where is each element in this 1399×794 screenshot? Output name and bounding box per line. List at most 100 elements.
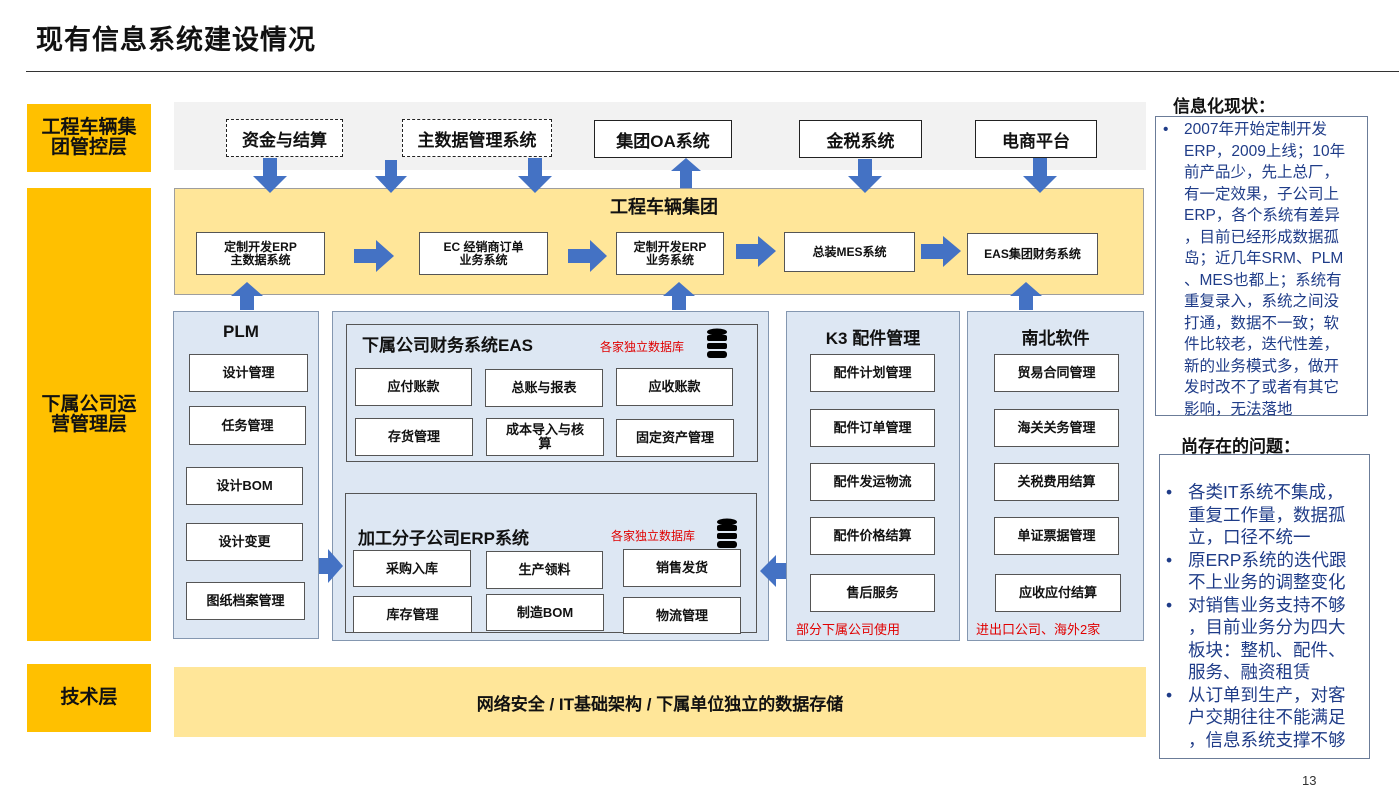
status-line: 重复录入，系统之间没 bbox=[1184, 293, 1340, 310]
arrow-down bbox=[848, 159, 882, 193]
plm-title: PLM bbox=[223, 322, 259, 341]
bullet-dot: • bbox=[1166, 684, 1173, 705]
flow-erp-business[interactable]: 定制开发ERP 业务系统 bbox=[616, 232, 724, 275]
status-line: 岛；近几年SRM、PLM bbox=[1184, 250, 1344, 267]
issue-line: 户交期往往不能满足 bbox=[1188, 707, 1346, 727]
arrow-left bbox=[760, 555, 786, 587]
erp-title: 加工分子公司ERP系统 bbox=[358, 529, 529, 548]
nanbei-item[interactable]: 单证票据管理 bbox=[994, 517, 1119, 555]
top-system-mdm[interactable]: 主数据管理系统 bbox=[402, 119, 552, 157]
layer-label-sub: 下属公司运营管理层 bbox=[27, 188, 151, 641]
eas-title: 下属公司财务系统EAS bbox=[362, 336, 533, 355]
arrow-down bbox=[253, 158, 287, 193]
nanbei-item[interactable]: 贸易合同管理 bbox=[994, 354, 1119, 392]
status-line: 新的业务模式多，做开 bbox=[1184, 357, 1340, 375]
status-title: 信息化现状： bbox=[1173, 97, 1275, 116]
erp-item[interactable]: 物流管理 bbox=[623, 597, 741, 634]
issue-line: 原ERP系统的迭代跟 bbox=[1188, 549, 1347, 570]
status-line: 前产品少，先上总厂， bbox=[1184, 164, 1340, 181]
status-text: • 2007年开始定制开发 ERP，2009上线；10年前产品少，先上总厂， 有一定… bbox=[1163, 119, 1368, 420]
issue-item: •从订单到生产，对客户交期往往不能满足，信息系统支撑不够 bbox=[1166, 684, 1370, 752]
title-divider bbox=[26, 71, 1399, 72]
plm-item[interactable]: 图纸档案管理 bbox=[186, 582, 305, 620]
issues-title: 尚存在的问题： bbox=[1181, 437, 1300, 456]
issue-line: 服务、融资租赁 bbox=[1188, 662, 1311, 682]
k3-item[interactable]: 配件订单管理 bbox=[810, 409, 935, 447]
status-lines: 2007年开始定制开发 ERP，2009上线；10年前产品少，先上总厂， 有一定效果… bbox=[1184, 119, 1368, 420]
issue-line: ，信息系统支撑不够 bbox=[1188, 729, 1346, 750]
arrow-right bbox=[736, 236, 776, 267]
group-box-title: 工程车辆集团 bbox=[610, 197, 718, 217]
flow-eas-group[interactable]: EAS集团财务系统 bbox=[967, 233, 1098, 275]
layer-label-group: 工程车辆集团管控层 bbox=[27, 104, 151, 172]
erp-item[interactable]: 库存管理 bbox=[353, 596, 472, 633]
status-line: 件比较老，迭代性差， bbox=[1184, 336, 1340, 353]
nanbei-title: 南北软件 bbox=[1021, 329, 1090, 348]
eas-item[interactable]: 应付账款 bbox=[355, 368, 472, 406]
nanbei-item[interactable]: 海关关务管理 bbox=[994, 409, 1119, 447]
erp-item[interactable]: 制造BOM bbox=[486, 594, 604, 631]
issues-list: •各类IT系统不集成，重复工作量，数据孤立，口径不统一•原ERP系统的迭代跟不上… bbox=[1166, 481, 1370, 751]
issue-line: ，目前业务分为四大 bbox=[1188, 617, 1346, 637]
arrow-up bbox=[1010, 282, 1042, 310]
nanbei-note: 进出口公司、海外2家 bbox=[976, 622, 1101, 637]
eas-item[interactable]: 固定资产管理 bbox=[616, 419, 734, 457]
k3-title: K3 配件管理 bbox=[825, 329, 921, 348]
issues-box bbox=[1159, 454, 1370, 759]
plm-item[interactable]: 设计管理 bbox=[189, 354, 308, 392]
arrow-down bbox=[375, 160, 407, 193]
k3-note: 部分下属公司使用 bbox=[796, 622, 901, 637]
database-icon bbox=[717, 518, 737, 548]
status-line: 2007年开始定制开发 bbox=[1184, 121, 1327, 138]
arrow-up bbox=[671, 158, 701, 188]
bullet-dot: • bbox=[1166, 549, 1173, 570]
status-line: ERP，2009上线；10年 bbox=[1184, 142, 1346, 160]
bullet-dot: • bbox=[1163, 121, 1169, 138]
arrow-right bbox=[354, 240, 394, 272]
issue-item: • 对销售业务支持不够，目前业务分为四大板块：整机、配件、服务、融资租赁 bbox=[1166, 594, 1370, 684]
issue-item: • 原ERP系统的迭代跟不上业务的调整变化 bbox=[1166, 549, 1370, 594]
flow-ec-orders[interactable]: EC 经销商订单 业务系统 bbox=[419, 232, 548, 275]
erp-item[interactable]: 生产领料 bbox=[486, 551, 603, 589]
status-line: 、MES也都上；系统有 bbox=[1184, 271, 1342, 289]
plm-item[interactable]: 设计变更 bbox=[186, 523, 303, 561]
issue-line: 立，口径不统一 bbox=[1188, 527, 1311, 547]
issue-line: 不上业务的调整变化 bbox=[1188, 572, 1346, 592]
status-line: 影响，无法落地 bbox=[1184, 400, 1293, 418]
eas-item[interactable]: 成本导入与核 算 bbox=[486, 418, 604, 456]
top-system-tax[interactable]: 金税系统 bbox=[799, 120, 922, 158]
status-line: 有一定效果，子公司上 bbox=[1184, 185, 1340, 203]
eas-item[interactable]: 应收账款 bbox=[616, 368, 733, 406]
nanbei-item[interactable]: 应收应付结算 bbox=[995, 574, 1121, 612]
layer-label-tech: 技术层 bbox=[27, 664, 151, 732]
flow-mes[interactable]: 总装MES系统 bbox=[784, 232, 915, 272]
eas-item[interactable]: 存货管理 bbox=[355, 418, 473, 456]
top-system-ecommerce[interactable]: 电商平台 bbox=[975, 120, 1097, 158]
arrow-right bbox=[319, 549, 343, 583]
arrow-right bbox=[568, 240, 607, 272]
k3-item[interactable]: 配件价格结算 bbox=[810, 517, 935, 555]
arrow-up bbox=[231, 282, 263, 310]
status-line: 发时改不了或者有其它 bbox=[1184, 379, 1340, 396]
arrow-down bbox=[518, 158, 552, 193]
erp-item[interactable]: 采购入库 bbox=[353, 550, 471, 587]
issue-item: •各类IT系统不集成，重复工作量，数据孤立，口径不统一 bbox=[1166, 481, 1370, 549]
status-line: ERP，各个系统有差异 bbox=[1184, 207, 1340, 224]
k3-item[interactable]: 配件计划管理 bbox=[810, 354, 935, 392]
erp-item[interactable]: 销售发货 bbox=[623, 549, 741, 587]
nanbei-item[interactable]: 关税费用结算 bbox=[994, 463, 1119, 501]
k3-item[interactable]: 售后服务 bbox=[810, 574, 935, 612]
issue-line: 对销售业务支持不够 bbox=[1188, 594, 1346, 615]
top-system-funds[interactable]: 资金与结算 bbox=[226, 119, 343, 157]
top-system-oa[interactable]: 集团OA系统 bbox=[594, 120, 732, 158]
plm-item[interactable]: 任务管理 bbox=[189, 406, 306, 445]
bullet-dot: • bbox=[1166, 594, 1173, 615]
k3-item[interactable]: 配件发运物流 bbox=[810, 463, 935, 501]
eas-item[interactable]: 总账与报表 bbox=[485, 369, 603, 407]
plm-item[interactable]: 设计BOM bbox=[186, 467, 303, 505]
flow-erp-mdm[interactable]: 定制开发ERP 主数据系统 bbox=[196, 232, 325, 275]
arrow-down bbox=[1023, 158, 1057, 193]
issue-line: 板块：整机、配件、 bbox=[1188, 639, 1346, 660]
page-number: 13 bbox=[1302, 773, 1317, 788]
